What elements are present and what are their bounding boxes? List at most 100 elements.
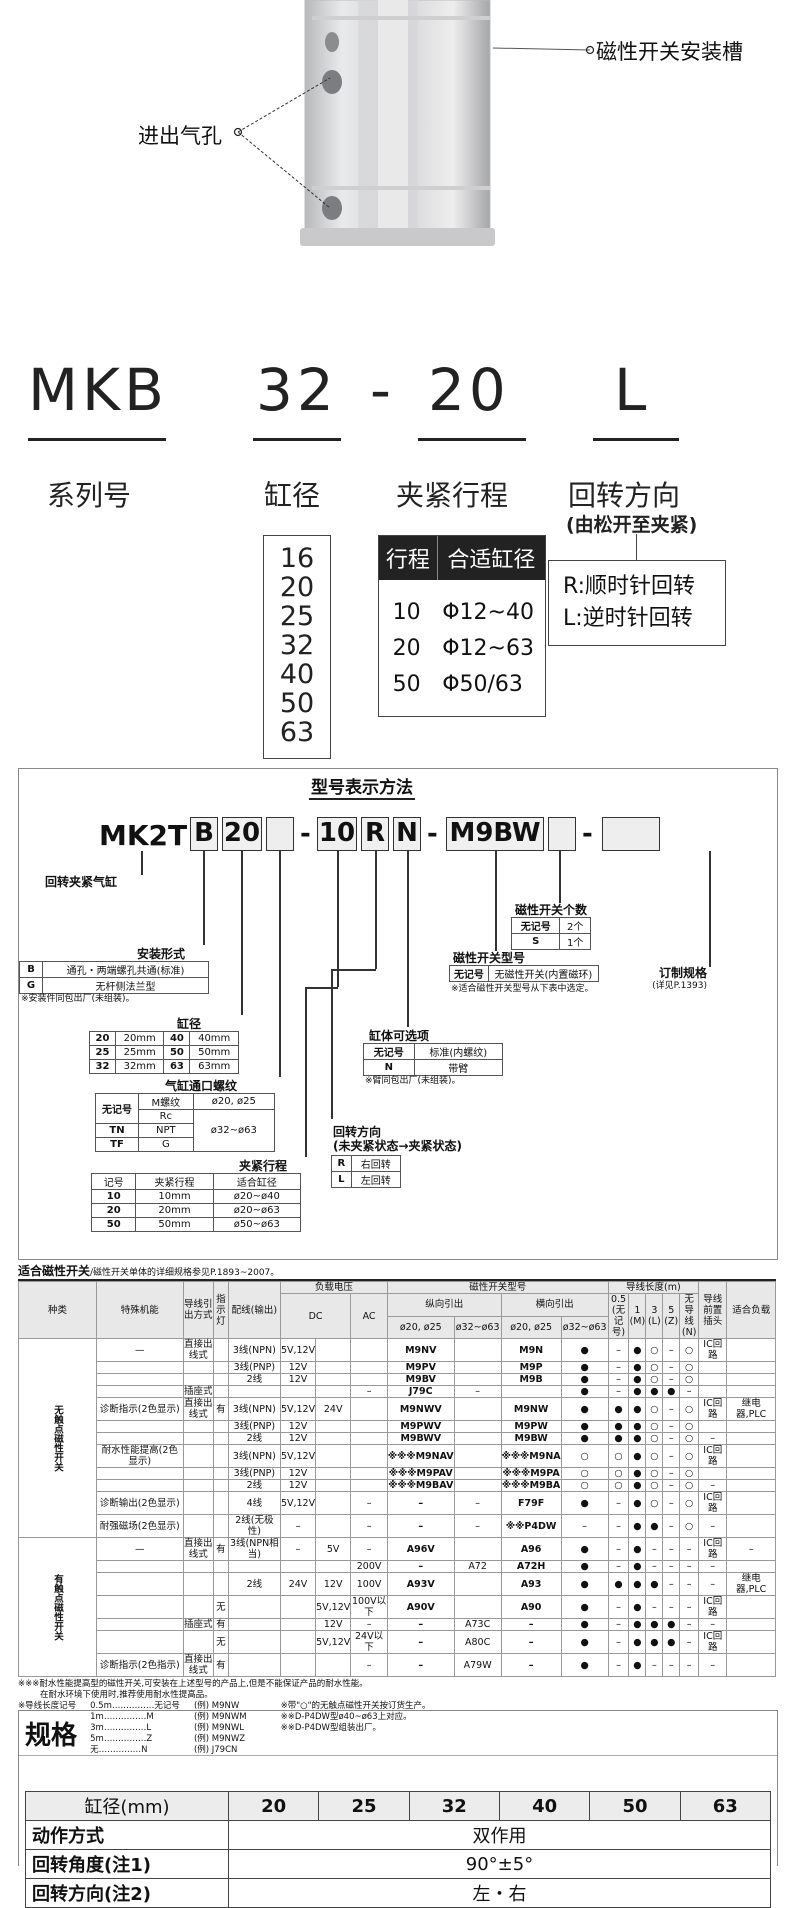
- switch-cell: [315, 1653, 352, 1677]
- bore-item: 50: [279, 688, 315, 719]
- code-qty: [548, 817, 576, 851]
- switch-cell: [453, 1479, 502, 1492]
- code-mount: B: [190, 817, 218, 851]
- switch-notes: ※※※耐水性能提高型的磁性开关,可安装在上述型号的产品上,但是不能保证产品的耐水…: [18, 1679, 431, 1755]
- code-dash: -: [582, 819, 593, 849]
- switch-cell: [96, 1630, 184, 1654]
- switch-cell: 4线: [227, 1491, 281, 1515]
- switch-cell: [315, 1420, 352, 1433]
- switch-cell: [96, 1420, 184, 1433]
- switch-cell: –: [698, 1618, 728, 1631]
- model-code-title: 型号表示方法: [309, 773, 415, 800]
- switch-cell: 3线(NPN): [227, 1444, 281, 1468]
- switch-cell: –: [679, 1630, 700, 1654]
- switch-cell: 有: [212, 1653, 229, 1677]
- switch-cell: A90: [500, 1595, 562, 1619]
- switch-cell: –: [607, 1618, 630, 1631]
- switch-cell: –: [662, 1595, 681, 1619]
- switch-cell: [350, 1361, 388, 1374]
- switch-cell: [279, 1595, 317, 1619]
- switch-row: 耐水性能提高(2色显示)3线(NPN)5V,12V※※※M9NAV※※※M9NA…: [19, 1444, 776, 1468]
- body-note: ※臂同包出厂(未组装)。: [365, 1076, 461, 1086]
- switch-cell: ●: [560, 1361, 609, 1374]
- mount-note: ※安装件同包出厂(未组装)。: [21, 994, 135, 1004]
- switch-cell: [96, 1467, 184, 1480]
- switch-cell: 12V: [315, 1618, 352, 1631]
- code-rotation: R: [361, 817, 389, 851]
- switch-cell: –: [662, 1653, 681, 1677]
- switch-cell: –: [607, 1514, 630, 1538]
- switch-cell: A72H: [500, 1560, 562, 1573]
- switch-cell: 继电器,PLC: [726, 1397, 776, 1421]
- switch-cell: ●: [607, 1432, 630, 1445]
- switch-cell: –: [350, 1653, 388, 1677]
- switch-cell: M9PV: [386, 1361, 455, 1374]
- switch-cell: ○: [645, 1479, 664, 1492]
- rotation-underline: [593, 438, 679, 441]
- switch-cell: 直接出线式: [182, 1537, 214, 1561]
- switch-cell: ●: [628, 1653, 647, 1677]
- switch-cell: ●: [628, 1338, 647, 1362]
- switch-cell: [726, 1479, 776, 1492]
- switch-cell: [453, 1397, 502, 1421]
- switch-cell: M9NV: [386, 1338, 455, 1362]
- switch-cell: ○: [607, 1467, 630, 1480]
- mount-title: 安装形式: [137, 947, 186, 961]
- switch-row: 3线(PNP)12V※※※M9PAV※※※M9PA○○●○–○: [19, 1467, 776, 1480]
- switch-cell: [350, 1432, 388, 1445]
- switch-cell: [279, 1618, 317, 1631]
- switch-cell: [726, 1467, 776, 1480]
- code-stroke: 10: [317, 817, 357, 851]
- switch-cell: [350, 1397, 388, 1421]
- switch-cell: [96, 1572, 184, 1596]
- code-body: N: [393, 817, 421, 851]
- switch-cell: [227, 1618, 281, 1631]
- switch-cell: [726, 1444, 776, 1468]
- switch-cell: –: [607, 1338, 630, 1362]
- switch-cell: ○: [679, 1373, 700, 1386]
- switch-cell: ○: [679, 1432, 700, 1445]
- switch-cell: –: [698, 1653, 728, 1677]
- switch-cell: IC回路: [698, 1491, 728, 1515]
- switch-cell: –: [453, 1491, 502, 1515]
- switch-cell: A93V: [386, 1572, 455, 1596]
- switch-cell: 耐水性能提高(2色显示): [96, 1444, 184, 1468]
- switch-cell: ○: [679, 1491, 700, 1515]
- switch-cell: ○: [679, 1361, 700, 1374]
- switch-cell: 有: [212, 1397, 229, 1421]
- switch-cell: [453, 1537, 502, 1561]
- switch-cell: 2线: [227, 1432, 281, 1445]
- switch-cell: F79F: [500, 1491, 562, 1515]
- series-code: MKB: [28, 356, 168, 424]
- switch-cell: –: [679, 1572, 700, 1596]
- switch-cell: ●: [607, 1420, 630, 1433]
- switch-cell: [453, 1572, 502, 1596]
- body-title: 缸体可选项: [369, 1029, 430, 1043]
- switch-cell: IC回路: [698, 1537, 728, 1561]
- switch-cell: [726, 1373, 776, 1386]
- switch-cell: —: [96, 1537, 184, 1561]
- switch-cell: –: [662, 1514, 681, 1538]
- switch-cell: –: [662, 1479, 681, 1492]
- switch-cell: [726, 1560, 776, 1573]
- switch-cell: –: [645, 1653, 664, 1677]
- switch-cell: ※※P4DW: [500, 1514, 562, 1538]
- bore-item: 40: [279, 659, 315, 690]
- switch-cell: ○: [645, 1361, 664, 1374]
- switch-cell: –: [386, 1491, 455, 1515]
- switch-cell: [315, 1479, 352, 1492]
- switch-cell: [698, 1420, 728, 1433]
- switch-cell: –: [560, 1514, 609, 1538]
- switch-cell: ○: [645, 1397, 664, 1421]
- switch-cell: ○: [645, 1420, 664, 1433]
- bore-item: 16: [279, 543, 315, 574]
- switch-cell: –: [662, 1420, 681, 1433]
- switch-cell: [726, 1514, 776, 1538]
- switch-cell: ●: [662, 1630, 681, 1654]
